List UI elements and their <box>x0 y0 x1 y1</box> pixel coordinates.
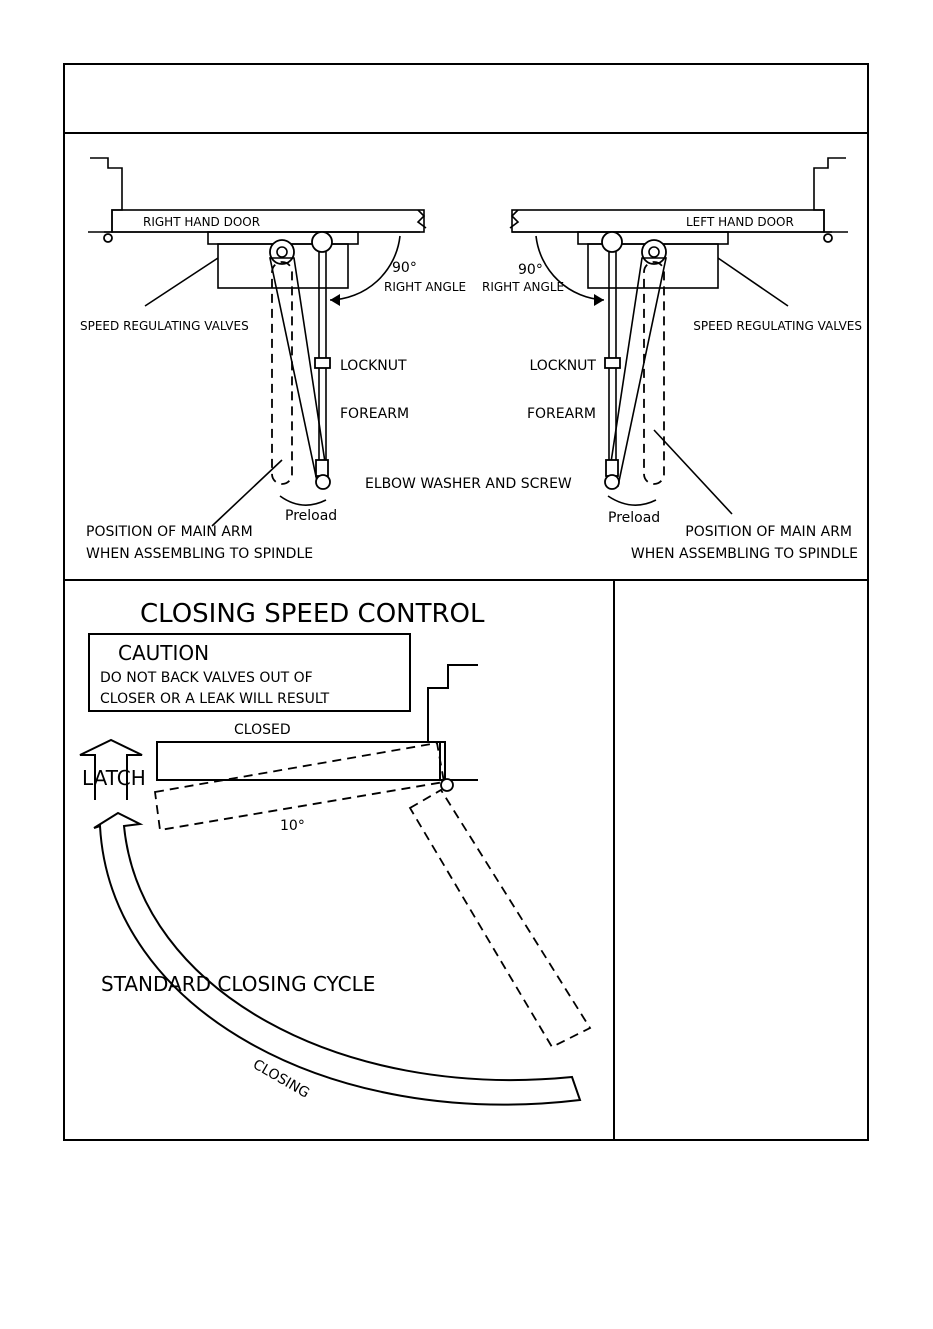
standard-closing-cycle-label: STANDARD CLOSING CYCLE <box>101 972 375 996</box>
forearm-label-right: FOREARM <box>527 406 596 422</box>
preload-label-left: Preload <box>285 508 337 524</box>
main-arm-leader-right <box>653 429 733 515</box>
forearm-bracket-left <box>311 231 333 253</box>
spindle-outer-right <box>641 239 667 265</box>
closed-door <box>156 741 446 781</box>
locknut-label-left: LOCKNUT <box>340 358 407 374</box>
right-angle-arrow-right <box>594 294 604 306</box>
right-angle-arc-left <box>329 235 401 301</box>
spindle-inner-right <box>648 246 660 258</box>
closing-cycle-arc-icon <box>93 811 582 1106</box>
speed-valves-label-right: SPEED REGULATING VALVES <box>693 319 862 333</box>
caution-box <box>88 633 411 712</box>
door-frame-jamb-left <box>90 157 123 233</box>
forearm-bracket-right <box>601 231 623 253</box>
locknut-label-right: LOCKNUT <box>529 358 596 374</box>
main-arm-label-right-line2: WHEN ASSEMBLING TO SPINDLE <box>631 546 858 562</box>
preload-label-right: Preload <box>608 510 660 526</box>
latch-arrow-icon <box>79 738 143 800</box>
right-angle-label-left: RIGHT ANGLE <box>384 280 466 294</box>
door-break-symbol-right <box>509 209 520 229</box>
spindle-outer-left <box>269 239 295 265</box>
closed-label: CLOSED <box>234 722 291 738</box>
left-hand-door-assembly: LEFT HAND DOOR SPEED REGULATING VALVES L… <box>482 157 862 562</box>
angle-value-left: 90° <box>392 260 417 276</box>
left-hand-door-label: LEFT HAND DOOR <box>686 215 794 229</box>
main-arm-assembly-position-left <box>271 261 293 485</box>
elbow-joint-left <box>315 459 329 477</box>
spindle-inner-left <box>276 246 288 258</box>
preload-arc-right <box>607 495 657 506</box>
elbow-joint-right <box>605 459 619 477</box>
speed-control-title: CLOSING SPEED CONTROL <box>140 599 485 629</box>
door-at-10-degrees <box>153 741 446 832</box>
caution-line-2: CLOSER OR A LEAK WILL RESULT <box>100 691 330 707</box>
main-arm-label-left-line2: WHEN ASSEMBLING TO SPINDLE <box>86 546 313 562</box>
caution-heading: CAUTION <box>118 641 209 665</box>
hinge-pivot-left <box>103 233 113 243</box>
elbow-screw-left <box>315 474 331 490</box>
right-angle-arc-right <box>535 235 605 301</box>
outer-frame <box>63 63 869 1141</box>
forearm-label-left: FOREARM <box>340 406 409 422</box>
preload-arc-left <box>279 495 327 506</box>
closing-label: CLOSING <box>250 1057 312 1102</box>
main-arm-label-left-line1: POSITION OF MAIN ARM <box>86 524 253 540</box>
latch-label: LATCH <box>82 766 146 790</box>
right-angle-label-right: RIGHT ANGLE <box>482 280 564 294</box>
closing-door-frame <box>427 664 478 780</box>
main-arm-label-right-line1: POSITION OF MAIN ARM <box>685 524 852 540</box>
elbow-screw-right <box>604 474 620 490</box>
hinge-pivot-right <box>823 233 833 243</box>
right-hand-door-label: RIGHT HAND DOOR <box>143 215 260 229</box>
ten-degree-label: 10° <box>280 818 305 834</box>
speed-valves-label-left: SPEED REGULATING VALVES <box>80 319 249 333</box>
closing-speed-control-diagram: CLOSING SPEED CONTROL CAUTION DO NOT BAC… <box>79 599 592 1106</box>
main-arm-leader-left <box>211 459 283 527</box>
door-open-position <box>408 788 592 1049</box>
elbow-washer-label: ELBOW WASHER AND SCREW <box>365 476 572 492</box>
door-frame-jamb-right <box>813 157 846 233</box>
right-angle-arrow-left <box>330 294 340 306</box>
right-hand-door-assembly: RIGHT HAND DOOR SPEED REGULATING VALVES … <box>80 157 466 562</box>
valve-leader-left <box>144 257 219 307</box>
caution-line-1: DO NOT BACK VALVES OUT OF <box>100 670 313 686</box>
locknut-right <box>604 357 621 369</box>
main-arm-assembly-position-right <box>643 261 665 485</box>
angle-value-right: 90° <box>518 262 543 278</box>
valve-leader-right <box>717 257 789 307</box>
door-break-symbol-left <box>416 209 427 229</box>
locknut-left <box>314 357 331 369</box>
door-hinge <box>440 778 454 792</box>
